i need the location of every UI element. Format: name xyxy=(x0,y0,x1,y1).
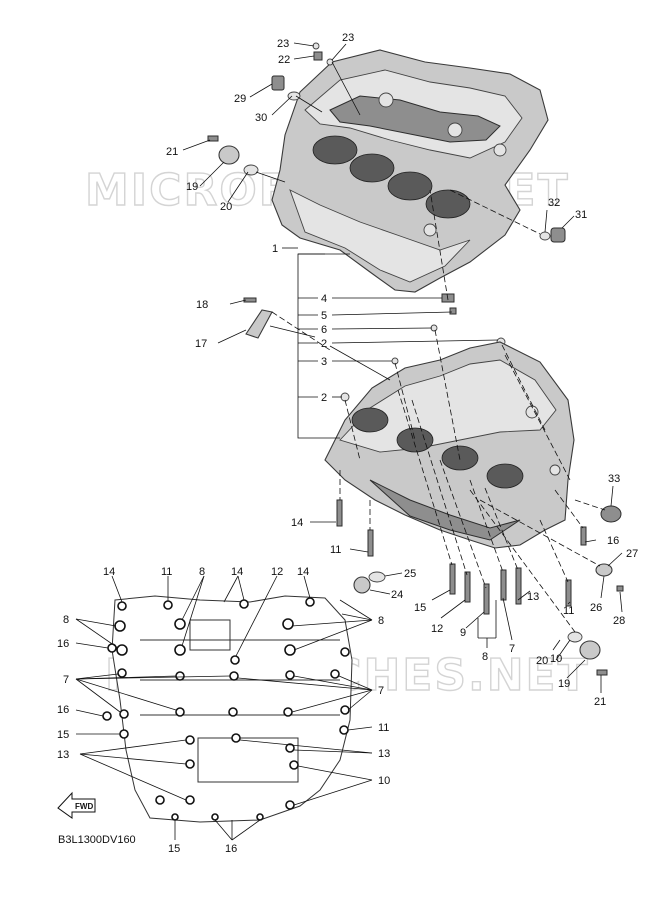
callout-11: 11 xyxy=(330,544,341,556)
upper-crankcase xyxy=(271,49,549,293)
callout-24: 24 xyxy=(391,589,403,601)
callout-9: 9 xyxy=(460,627,466,639)
callout-8: 8 xyxy=(378,615,384,627)
callout-13: 13 xyxy=(378,748,390,760)
callout-15: 15 xyxy=(168,843,180,855)
callout-12: 12 xyxy=(431,623,443,635)
callout-22: 22 xyxy=(278,54,290,66)
callout-7: 7 xyxy=(63,674,69,686)
callout-5: 5 xyxy=(321,310,327,322)
fwd-label: FWD xyxy=(75,802,93,811)
callout-21: 21 xyxy=(166,146,178,158)
callout-16: 16 xyxy=(57,638,69,650)
callout-14: 14 xyxy=(291,517,303,529)
callout-23: 23 xyxy=(277,38,289,50)
callout-17: 17 xyxy=(195,338,207,350)
crankcase-plan-view xyxy=(102,595,353,823)
callout-16: 16 xyxy=(225,843,237,855)
callout-11: 11 xyxy=(563,605,574,617)
callout-3: 3 xyxy=(321,356,327,368)
callout-14: 14 xyxy=(297,566,309,578)
callout-13: 13 xyxy=(527,591,539,603)
callout-2: 2 xyxy=(321,338,327,350)
callout-1: 1 xyxy=(272,243,278,255)
callout-16: 16 xyxy=(57,704,69,716)
callout-14: 14 xyxy=(103,566,115,578)
callout-numbers: 23 23 22 29 30 21 19 20 32 31 1 4 5 6 2 … xyxy=(57,32,638,855)
callout-15: 15 xyxy=(414,602,426,614)
callout-15: 15 xyxy=(57,729,69,741)
callout-30: 30 xyxy=(255,112,267,124)
callout-19: 19 xyxy=(558,678,570,690)
callout-7: 7 xyxy=(509,643,515,655)
callout-32: 32 xyxy=(548,197,560,209)
callout-26: 26 xyxy=(590,602,602,614)
callout-14: 14 xyxy=(231,566,243,578)
callout-28: 28 xyxy=(613,615,625,627)
callout-4: 4 xyxy=(321,293,327,305)
callout-16: 16 xyxy=(607,535,619,547)
diagram-code: B3L1300DV160 xyxy=(58,834,136,846)
callout-10: 10 xyxy=(550,653,562,665)
fwd-arrow-icon: FWD xyxy=(57,791,96,819)
callout-2: 2 xyxy=(321,392,327,404)
callout-11: 11 xyxy=(161,566,172,578)
upper-small-parts xyxy=(207,42,566,243)
callout-11: 11 xyxy=(378,722,389,734)
callout-10: 10 xyxy=(378,775,390,787)
callout-20: 20 xyxy=(220,201,232,213)
callout-8: 8 xyxy=(63,614,69,626)
leader-lines xyxy=(75,42,623,841)
callout-18: 18 xyxy=(196,299,208,311)
callout-23: 23 xyxy=(342,32,354,44)
lower-crankcase xyxy=(324,341,575,549)
callout-31: 31 xyxy=(575,209,587,221)
callout-12: 12 xyxy=(271,566,283,578)
callout-7: 7 xyxy=(378,685,384,697)
callout-20: 20 xyxy=(536,655,548,667)
callout-8: 8 xyxy=(199,566,205,578)
callout-8: 8 xyxy=(482,651,488,663)
callout-19: 19 xyxy=(186,181,198,193)
callout-25: 25 xyxy=(404,568,416,580)
callout-29: 29 xyxy=(234,93,246,105)
callout-21: 21 xyxy=(594,696,606,708)
callout-13: 13 xyxy=(57,749,69,761)
callout-6: 6 xyxy=(321,324,327,336)
callout-27: 27 xyxy=(626,548,638,560)
callout-33: 33 xyxy=(608,473,620,485)
lower-bolts xyxy=(336,499,624,676)
